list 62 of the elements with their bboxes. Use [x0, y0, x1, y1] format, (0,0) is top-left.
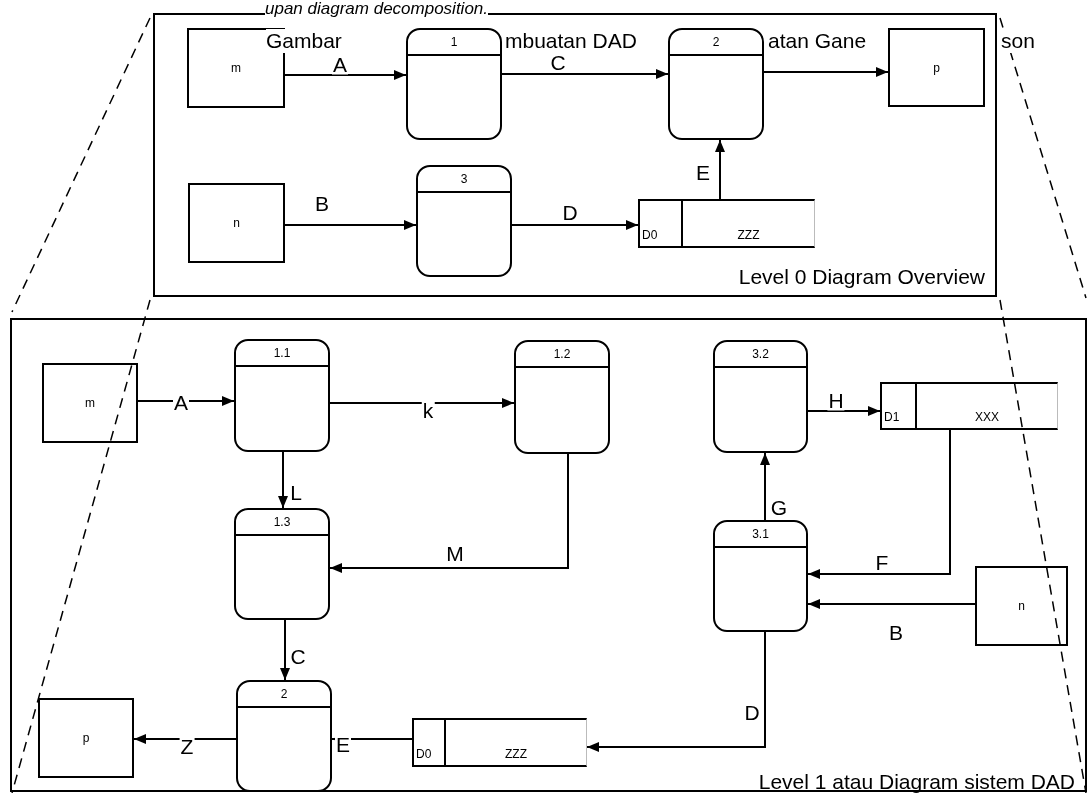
process-number: 1.2 [553, 347, 571, 361]
flow-arrow [280, 619, 290, 681]
flow-arrow [137, 396, 235, 406]
store-name: ZZZ [737, 228, 760, 242]
flow-arrow [807, 406, 881, 416]
process-number: 3 [460, 172, 468, 186]
heading-text: upan diagram decomposition. [265, 0, 489, 18]
process-box [713, 340, 808, 453]
external-entity [38, 698, 134, 778]
process-box [416, 165, 512, 277]
process-box [234, 508, 330, 620]
flow-arrow [807, 429, 951, 579]
flow-arrow [329, 453, 569, 573]
process-number: 3.2 [752, 347, 769, 361]
process-number: 3.1 [752, 527, 769, 541]
edge-label: E [335, 733, 351, 755]
data-store [638, 199, 815, 248]
data-store [412, 718, 587, 767]
caption-fragment: Gambar [266, 29, 342, 53]
store-id: D1 [884, 410, 900, 424]
process-box [514, 340, 610, 454]
entity-name: n [233, 216, 240, 230]
store-id: D0 [642, 228, 658, 242]
edge-label: Z [179, 735, 195, 757]
entity-name: p [933, 60, 940, 75]
process-number: 1.3 [273, 515, 291, 529]
entity-name: m [85, 396, 95, 410]
process-number: 2 [712, 35, 720, 49]
process-box [713, 520, 808, 632]
entity-name: p [82, 731, 90, 745]
process-box [234, 339, 330, 452]
data-store [880, 382, 1058, 430]
external-entity [975, 566, 1068, 646]
panel-title: Level 1 atau Diagram sistem DAD [758, 770, 1075, 793]
store-name: ZZZ [505, 747, 527, 761]
process-box [668, 28, 764, 140]
flow-arrow [763, 67, 889, 77]
process-number: 1 [450, 35, 458, 49]
flow-arrow [329, 398, 515, 408]
panel-title: Level 0 Diagram Overview [738, 265, 985, 289]
flow-arrow [278, 451, 288, 509]
process-number: 1.1 [273, 346, 291, 360]
external-entity [888, 28, 985, 107]
flow-arrow [807, 599, 976, 609]
flow-arrow [586, 631, 766, 752]
store-id: D0 [416, 747, 432, 761]
flow-arrow [511, 220, 639, 230]
flow-arrow [284, 70, 407, 80]
process-box [236, 680, 332, 792]
flow-arrow [133, 734, 237, 744]
flow-arrow [760, 452, 770, 521]
external-entity [188, 183, 285, 263]
process-box [406, 28, 502, 140]
flow-arrow [501, 69, 669, 79]
entity-name: m [231, 61, 241, 75]
flow-arrow [284, 220, 417, 230]
flow-arrow [715, 139, 725, 200]
edge-label: k [421, 399, 435, 421]
entity-name: n [1018, 599, 1025, 613]
store-name: XXX [975, 410, 999, 424]
external-entity [42, 363, 138, 443]
process-number: 2 [280, 687, 288, 701]
